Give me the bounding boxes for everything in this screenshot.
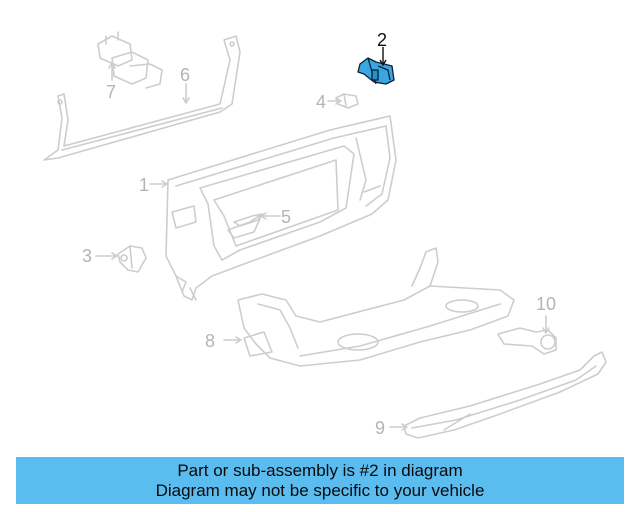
part-8-lower-panel [237, 247, 515, 367]
callout-5: 5 [281, 207, 291, 227]
callout-8: 8 [205, 331, 215, 351]
part-1-glovebox-housing [165, 115, 397, 301]
callout-4: 4 [316, 92, 326, 112]
part-3-hinge [117, 245, 147, 273]
callout-1: 1 [139, 175, 149, 195]
part-10-lamp [497, 327, 557, 355]
info-banner: Part or sub-assembly is #2 in diagram Di… [16, 457, 624, 504]
part-9-trim-strip [403, 351, 607, 439]
banner-line-2: Diagram may not be specific to your vehi… [155, 480, 485, 500]
part-2-highlighted-bracket[interactable] [357, 57, 395, 85]
callout-10: 10 [536, 294, 556, 314]
callout-2: 2 [377, 30, 387, 50]
part-4-clip [335, 93, 359, 109]
part-5-handle [233, 213, 263, 227]
part-6-brace [43, 35, 241, 161]
part-7-bracket [97, 31, 163, 89]
callout-9: 9 [375, 418, 385, 438]
callout-2-arrow [379, 47, 387, 67]
banner-line-1: Part or sub-assembly is #2 in diagram [177, 460, 463, 480]
leader-lines [95, 62, 550, 431]
callout-7: 7 [106, 82, 116, 102]
callout-3: 3 [82, 246, 92, 266]
parts-diagram: 1 2 3 4 5 6 7 8 9 10 [43, 30, 607, 439]
callout-6: 6 [180, 65, 190, 85]
